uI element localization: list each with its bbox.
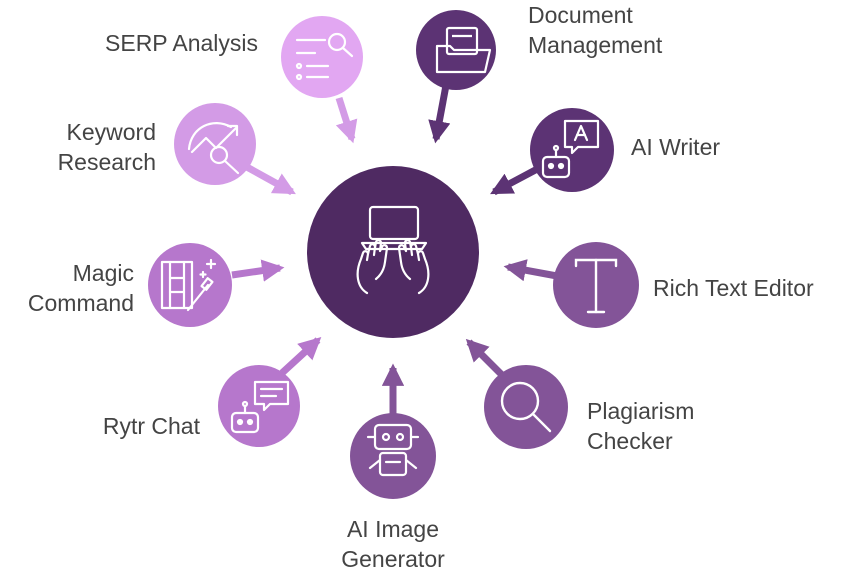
magnifier-icon — [500, 381, 552, 433]
arrow-magic-command — [231, 259, 285, 282]
robot-writer-icon — [541, 119, 600, 179]
folder-icon — [435, 26, 492, 74]
label-rytr-chat: Rytr Chat — [102, 413, 200, 439]
label-keyword-research: Keyword Research — [57, 119, 156, 175]
label-rich-text-editor: Rich Text Editor — [653, 275, 814, 301]
node-document-management — [416, 10, 496, 90]
node-keyword-research — [174, 103, 256, 185]
label-magic-command: Magic Command — [27, 260, 134, 316]
node-ai-writer — [530, 108, 614, 192]
arrow-serp-analysis — [335, 96, 358, 144]
node-ai-image-generator — [350, 413, 436, 499]
label-plagiarism-checker: Plagiarism Checker — [587, 398, 695, 454]
node-serp-analysis — [281, 16, 363, 98]
trend-search-icon — [187, 122, 240, 175]
film-wand-icon — [160, 258, 217, 312]
robot-chat-icon — [230, 380, 290, 434]
arrow-keyword-research — [243, 162, 296, 196]
arrow-rich-text-editor — [503, 259, 558, 282]
arrow-rytr-chat — [279, 336, 322, 376]
node-plagiarism-checker — [484, 365, 568, 449]
search-list-icon — [295, 32, 354, 81]
text-t-icon — [574, 258, 618, 314]
label-ai-writer: AI Writer — [631, 134, 721, 160]
laptop-hands-icon — [356, 205, 430, 295]
arrow-document-management — [428, 79, 451, 144]
arrow-ai-writer — [490, 163, 543, 196]
label-ai-image-generator: AI Image Generator — [341, 516, 445, 572]
robot-icon — [366, 423, 420, 477]
node-rich-text-editor — [553, 242, 639, 328]
node-magic-command — [148, 243, 232, 327]
label-document-management: Document Management — [528, 2, 663, 58]
arrow-plagiarism-checker — [465, 338, 508, 381]
node-rytr-chat — [218, 365, 300, 447]
label-serp-analysis: SERP Analysis — [105, 30, 258, 56]
center-hub — [307, 166, 479, 338]
